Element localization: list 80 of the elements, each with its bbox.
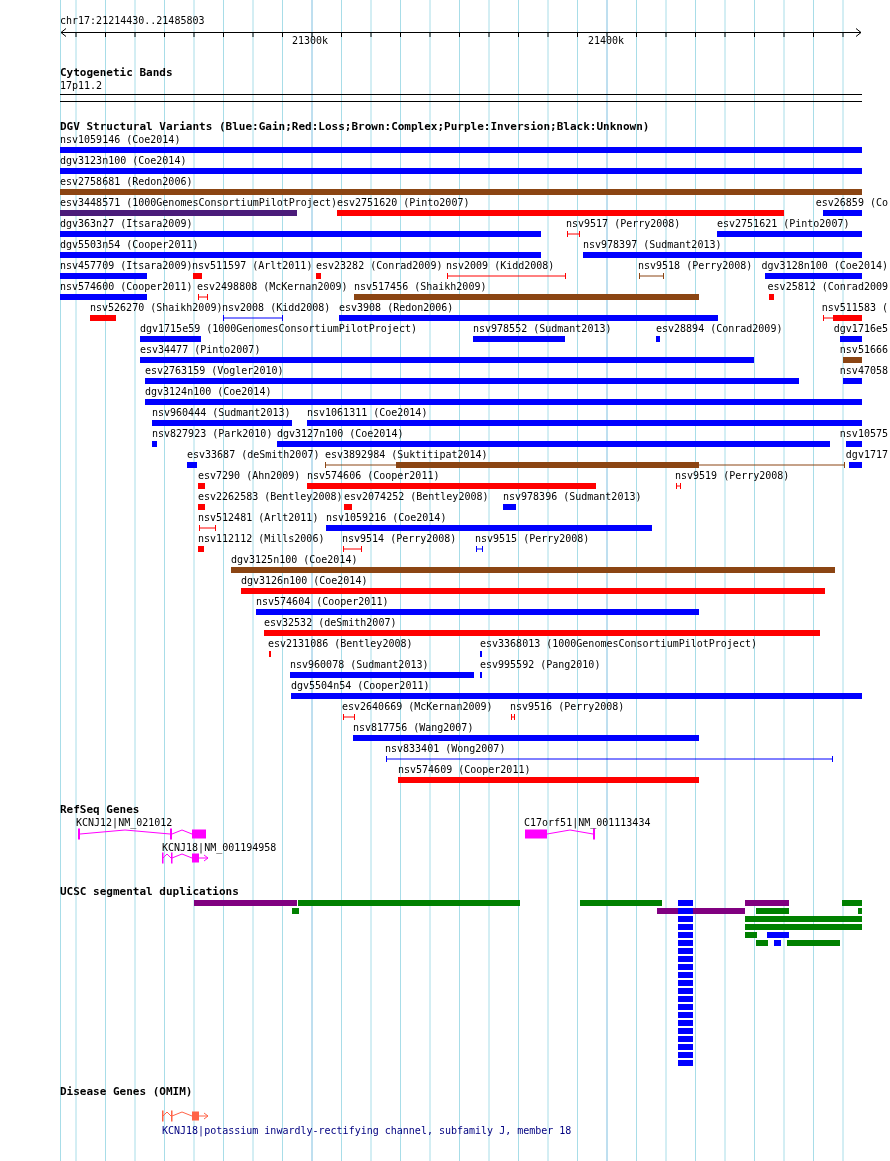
- variant-label: nsv1059146 (Coe2014): [60, 134, 181, 146]
- variant-label: esv3908 (Redon2006): [339, 302, 454, 314]
- variant-label: nsv9518 (Perry2008): [638, 260, 753, 272]
- variant-label: nsv517456 (Shaikh2009): [354, 281, 487, 293]
- variant-label: nsv51666: [839, 344, 888, 356]
- variant-label: nsv112112 (Mills2006): [198, 533, 325, 545]
- variant-label: nsv574600 (Cooper2011): [60, 281, 193, 293]
- variant-label: esv3368013 (1000GenomesConsortiumPilotProject): [480, 638, 757, 650]
- variant-label: dgv3123n100 (Coe2014): [60, 155, 187, 167]
- variant-label: esv7290 (Ahn2009): [198, 470, 301, 482]
- variant-label: dgv5503n54 (Cooper2011): [60, 239, 199, 251]
- variant-label: nsv9516 (Perry2008): [510, 701, 625, 713]
- variant-label: dgv3126n100 (Coe2014): [241, 575, 368, 587]
- variant-label: esv33687 (deSmith2007): [187, 449, 320, 461]
- gene-label: KCNJ18|NM_001194958: [162, 842, 277, 854]
- track-title: RefSeq Genes: [60, 804, 140, 816]
- track-title: Cytogenetic Bands: [60, 67, 173, 79]
- variant-label: esv2751620 (Pinto2007): [337, 197, 470, 209]
- variant-label: nsv9514 (Perry2008): [342, 533, 457, 545]
- variant-label: nsv511597 (Arlt2011): [192, 260, 313, 272]
- variant-label: esv3892984 (Suktitipat2014): [325, 449, 488, 461]
- variant-label: dgv1716e5: [833, 323, 888, 335]
- variant-label: nsv817756 (Wang2007): [353, 722, 474, 734]
- variant-label: nsv827923 (Park2010): [152, 428, 273, 440]
- track-title: DGV Structural Variants (Blue:Gain;Red:Loss;Brown:Complex;Purple:Inversion;Black:Unknown): [60, 121, 650, 133]
- variant-label: nsv526270 (Shaikh2009): [90, 302, 223, 314]
- variant-label: nsv9515 (Perry2008): [475, 533, 590, 545]
- variant-label: nsv1061311 (Coe2014): [307, 407, 428, 419]
- disease-gene-label: KCNJ18|potassium inwardly-rectifying channel, subfamily J, member 18: [162, 1125, 572, 1137]
- variant-label: esv28894 (Conrad2009): [656, 323, 783, 335]
- variant-label: nsv9517 (Perry2008): [566, 218, 681, 230]
- variant-label: dgv3124n100 (Coe2014): [145, 386, 272, 398]
- variant-label: dgv5504n54 (Cooper2011): [291, 680, 430, 692]
- variant-label: esv26859 (Co: [815, 197, 888, 209]
- variant-label: esv2751621 (Pinto2007): [717, 218, 850, 230]
- variant-label: esv34477 (Pinto2007): [140, 344, 261, 356]
- variant-label: nsv978552 (Sudmant2013): [473, 323, 612, 335]
- gene-label: KCNJ12|NM_021012: [76, 817, 173, 829]
- variant-label: esv3448571 (1000GenomesConsortiumPilotProject): [60, 197, 337, 209]
- variant-label: dgv3125n100 (Coe2014): [231, 554, 358, 566]
- position-label: chr17:21214430..21485803: [60, 15, 205, 27]
- gene-label: C17orf51|NM_001113434: [524, 817, 651, 829]
- variant-label: nsv2008 (Kidd2008): [222, 302, 331, 314]
- variant-label: esv2758681 (Redon2006): [60, 176, 193, 188]
- variant-label: nsv574609 (Cooper2011): [398, 764, 531, 776]
- track-title: UCSC segmental duplications: [60, 886, 239, 898]
- variant-label: nsv511583 (: [821, 302, 888, 314]
- variant-label: nsv574604 (Cooper2011): [256, 596, 389, 608]
- variant-label: esv2498808 (McKernan2009): [197, 281, 348, 293]
- variant-label: nsv47058: [839, 365, 888, 377]
- variant-label: esv23282 (Conrad2009): [316, 260, 443, 272]
- variant-label: nsv960444 (Sudmant2013): [152, 407, 291, 419]
- variant-label: esv2131086 (Bentley2008): [268, 638, 413, 650]
- variant-label: nsv10575: [839, 428, 888, 440]
- variant-label: nsv457709 (Itsara2009): [60, 260, 193, 272]
- variant-label: esv2763159 (Vogler2010): [145, 365, 284, 377]
- variant-label: nsv1059216 (Coe2014): [326, 512, 447, 524]
- variant-label: esv2640669 (McKernan2009): [342, 701, 493, 713]
- variant-label: esv32532 (deSmith2007): [264, 617, 397, 629]
- track-title: Disease Genes (OMIM): [60, 1086, 193, 1098]
- variant-label: esv25812 (Conrad2009: [767, 281, 888, 293]
- variant-label: nsv2009 (Kidd2008): [446, 260, 555, 272]
- variant-label: nsv960078 (Sudmant2013): [290, 659, 429, 671]
- variant-label: nsv574606 (Cooper2011): [307, 470, 440, 482]
- variant-label: nsv833401 (Wong2007): [385, 743, 506, 755]
- tick-label: 21400k: [588, 35, 625, 47]
- variant-label: dgv1715e59 (1000GenomesConsortiumPilotProject): [140, 323, 417, 335]
- variant-label: esv995592 (Pang2010): [480, 659, 601, 671]
- variant-label: nsv978397 (Sudmant2013): [583, 239, 722, 251]
- variant-label: dgv1717: [845, 449, 888, 461]
- variant-label: esv2262583 (Bentley2008): [198, 491, 343, 503]
- variant-label: nsv512481 (Arlt2011): [198, 512, 319, 524]
- variant-label: dgv3127n100 (Coe2014): [277, 428, 404, 440]
- variant-label: dgv3128n100 (Coe2014): [761, 260, 888, 272]
- variant-label: nsv9519 (Perry2008): [675, 470, 790, 482]
- band-label: 17p11.2: [60, 80, 103, 92]
- variant-label: dgv363n27 (Itsara2009): [60, 218, 193, 230]
- variant-label: esv2074252 (Bentley2008): [344, 491, 489, 503]
- variant-label: nsv978396 (Sudmant2013): [503, 491, 642, 503]
- tick-label: 21300k: [292, 35, 329, 47]
